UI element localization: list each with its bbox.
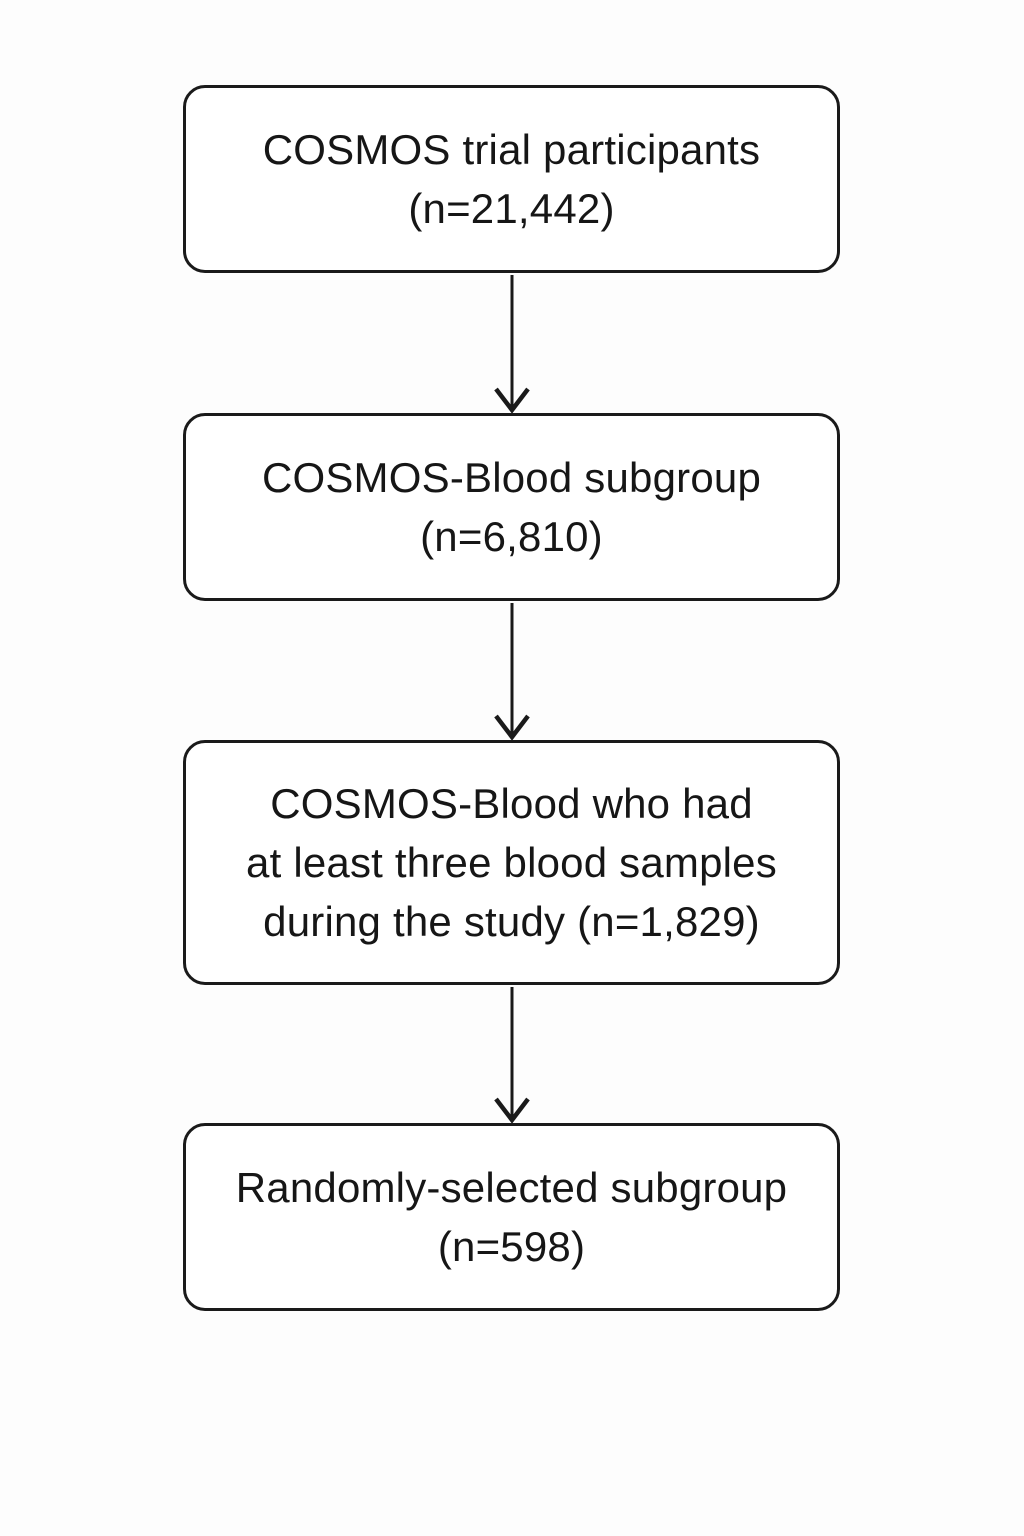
node-text-line: (n=21,442) <box>408 185 615 232</box>
node-text-line: Randomly-selected subgroup <box>235 1164 788 1211</box>
node-text-line: COSMOS-Blood subgroup <box>261 454 762 501</box>
flow-node-randomly-selected-subgroup: Randomly-selected subgroup (n=598) <box>183 1123 840 1311</box>
node-text-line: COSMOS-Blood who had <box>270 780 753 827</box>
node-text-line: at least three blood samples <box>246 839 777 886</box>
node-text-line: COSMOS trial participants <box>262 126 761 173</box>
down-arrow-3 <box>494 987 530 1124</box>
flow-node-cosmos-trial-participants: COSMOS trial participants (n=21,442) <box>183 85 840 273</box>
node-text-line: (n=598) <box>437 1223 586 1270</box>
down-arrow-2 <box>494 603 530 741</box>
node-text-line: during the study (n=1,829) <box>263 898 760 945</box>
down-arrow-1 <box>494 275 530 414</box>
flow-node-cosmos-blood-subgroup: COSMOS-Blood subgroup (n=6,810) <box>183 413 840 601</box>
flow-node-cosmos-blood-three-samples: COSMOS-Blood who had at least three bloo… <box>183 740 840 985</box>
node-text-line: (n=6,810) <box>420 513 603 560</box>
